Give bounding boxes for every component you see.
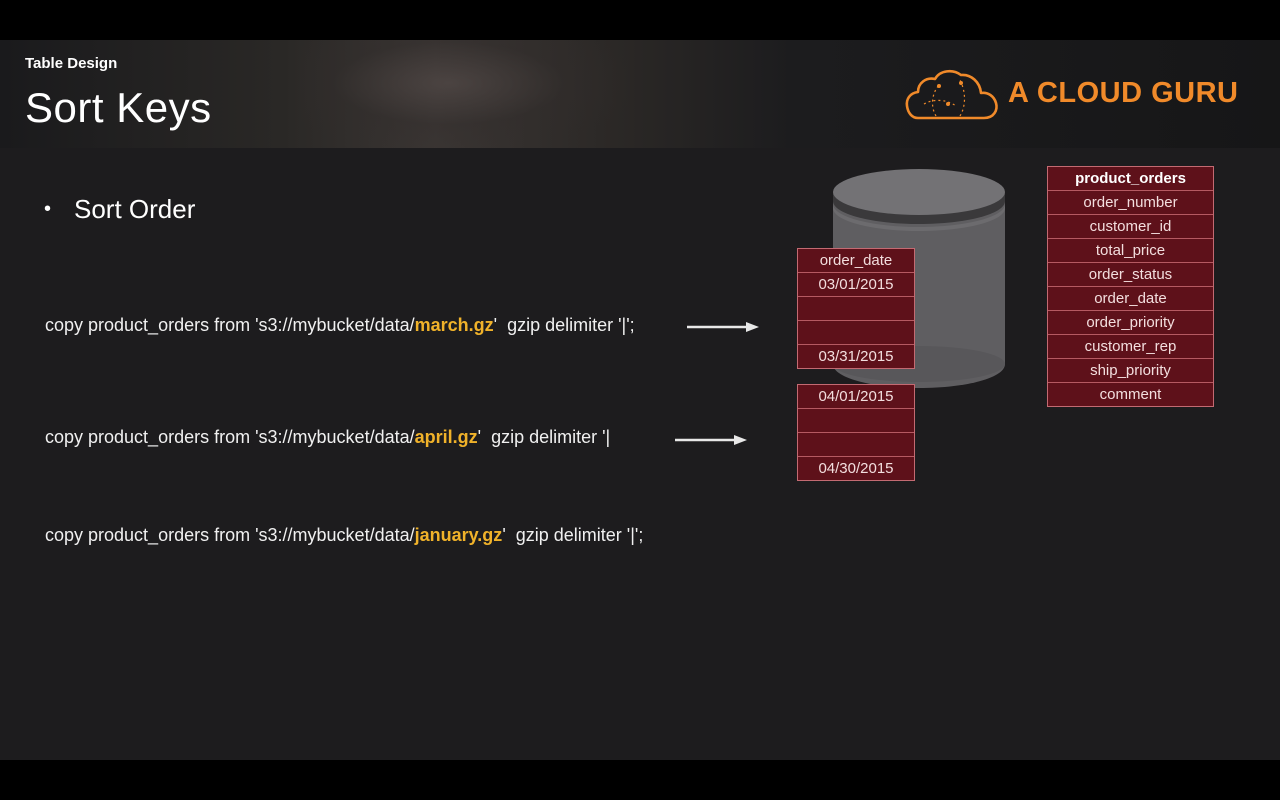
schema-column: comment: [1099, 386, 1162, 403]
bullet-text: Sort Order: [74, 194, 196, 224]
schema-column: order_priority: [1048, 311, 1213, 335]
letterbox-top: [0, 0, 1280, 40]
block-cell: [798, 433, 914, 457]
block-cell: 03/01/2015: [798, 273, 914, 297]
bullet-sort-order: • Sort Order: [44, 194, 195, 225]
page-title: Sort Keys: [25, 84, 212, 131]
schema-column: customer_id: [1048, 215, 1213, 239]
arrow-right-icon: [687, 322, 759, 332]
copy-command-march: copy product_orders from 's3://mybucket/…: [45, 315, 635, 336]
block-cell: 03/31/2015: [818, 348, 894, 365]
brand-name: A CLOUD GURU: [1008, 77, 1239, 109]
data-block-april: 04/01/2015 04/30/2015: [797, 384, 915, 481]
block-cell: 04/30/2015: [818, 460, 894, 477]
block-cell: [798, 409, 914, 433]
block-cell: 04/01/2015: [798, 385, 914, 409]
command-file: january.gz: [414, 525, 503, 545]
presenter-video-background: [300, 40, 630, 148]
slide-header: Table Design Sort Keys A CLOUD GURU: [0, 40, 1280, 148]
schema-table-name: product_orders: [1048, 167, 1213, 191]
command-suffix: ' gzip delimiter '|';: [493, 315, 635, 335]
schema-column: customer_rep: [1048, 335, 1213, 359]
block-cell: [798, 321, 914, 345]
command-suffix: ' gzip delimiter '|: [477, 427, 611, 447]
command-file: april.gz: [414, 427, 478, 447]
schema-column: ship_priority: [1048, 359, 1213, 383]
schema-column: order_status: [1048, 263, 1213, 287]
schema-column: order_number: [1048, 191, 1213, 215]
data-block-march: order_date 03/01/2015 03/31/2015: [797, 248, 915, 369]
command-prefix: copy product_orders from 's3://mybucket/…: [45, 427, 415, 447]
cloud-logo-icon: [905, 69, 998, 120]
command-suffix: ' gzip delimiter '|';: [502, 525, 644, 545]
copy-command-january: copy product_orders from 's3://mybucket/…: [45, 525, 643, 546]
brand-logo: A CLOUD GURU: [904, 66, 1244, 122]
schema-table: product_orders order_number customer_id …: [1047, 166, 1214, 407]
bullet-dot: •: [44, 198, 52, 220]
schema-column: total_price: [1048, 239, 1213, 263]
column-header-order-date: order_date: [798, 249, 914, 273]
slide: Table Design Sort Keys A CLOUD GURU • Sor…: [0, 40, 1280, 760]
copy-command-april: copy product_orders from 's3://mybucket/…: [45, 427, 610, 448]
letterbox-bottom: [0, 760, 1280, 800]
command-prefix: copy product_orders from 's3://mybucket/…: [45, 315, 415, 335]
command-prefix: copy product_orders from 's3://mybucket/…: [45, 525, 415, 545]
schema-column: order_date: [1048, 287, 1213, 311]
block-cell: [798, 297, 914, 321]
section-label: Table Design: [25, 55, 118, 72]
arrow-right-icon: [675, 435, 747, 445]
command-file: march.gz: [414, 315, 494, 335]
